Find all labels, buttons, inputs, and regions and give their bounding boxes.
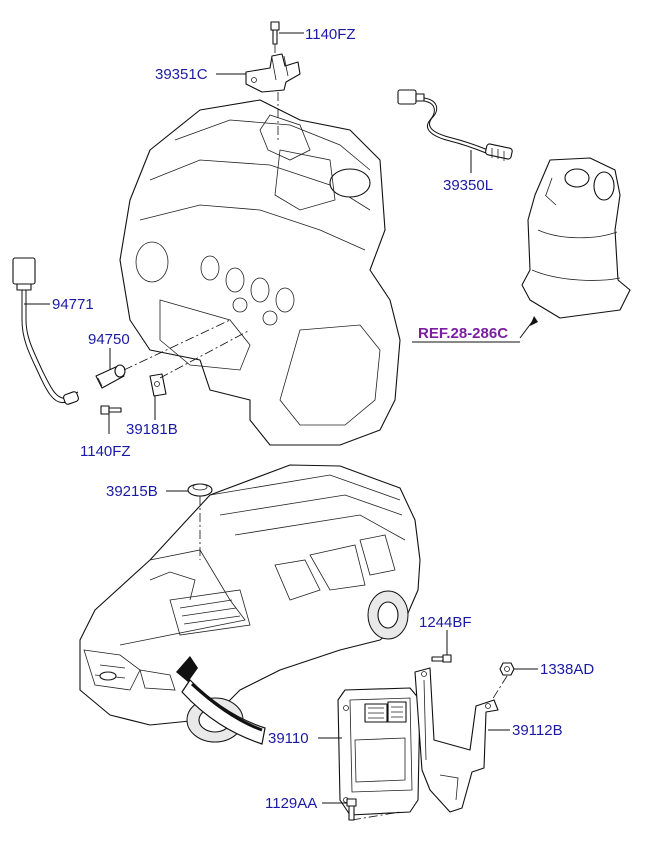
bolt-1140fz-top (270, 21, 280, 45)
label-bracket-sensor: 39181B (126, 421, 178, 438)
label-ecu: 39110 (268, 730, 309, 747)
nut-guide (491, 675, 508, 701)
bracket-39351c (245, 53, 301, 93)
catalytic-converter (521, 157, 631, 319)
oxygen-sensor-cable (12, 257, 79, 405)
label-grommet: 39215B (106, 483, 158, 500)
ref-arrow-head (530, 316, 538, 326)
ecu-bolt-1244bf (431, 654, 452, 663)
sensor-94750 (95, 364, 126, 389)
engine-block (119, 99, 401, 446)
label-oxygen-sensor-rear: 39350L (443, 177, 493, 194)
screw-guide (351, 811, 401, 821)
oxygen-sensor-rear (397, 89, 513, 161)
ecu-bracket-39112b (414, 667, 499, 813)
bracket-guide (159, 329, 251, 379)
ecu-location-arrow (176, 656, 266, 745)
label-ecu-screw: 1129AA (265, 795, 317, 812)
callout-labels: 1140FZ 39351C 39350L 94771 94750 1140FZ … (52, 26, 594, 812)
label-bolt-top: 1140FZ (305, 26, 356, 43)
leader-lines (24, 32, 538, 804)
label-sensor: 94750 (88, 331, 130, 348)
label-bolt-sensor: 1140FZ (80, 443, 131, 460)
bracket-39181b (149, 373, 167, 397)
label-bracket-top: 39351C (155, 66, 208, 83)
label-ecu-bracket: 39112B (512, 722, 563, 739)
label-ecu-nut: 1338AD (540, 661, 594, 678)
reference-link[interactable]: REF.28-286C (418, 325, 508, 342)
bolt-1140fz-sensor (100, 405, 122, 415)
ecu-nut-1338ad (499, 662, 515, 676)
ecu-39110 (337, 687, 421, 816)
label-oxygen-sensor-cable: 94771 (52, 296, 94, 313)
sensor-guide (123, 319, 231, 371)
label-ecu-bolt: 1244BF (419, 614, 472, 631)
grommet-39215b (187, 483, 213, 497)
